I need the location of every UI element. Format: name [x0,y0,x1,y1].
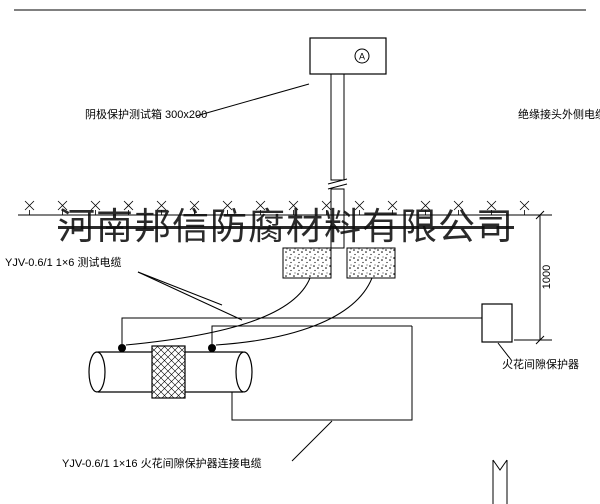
test-box: A [309,37,387,75]
spark-gap-protector-label: 火花间隙保护器 [502,359,579,371]
conduit-riser [327,73,348,249]
connection-wires [121,317,482,421]
cable-bolt-right [208,344,216,352]
leader-lines [137,83,513,462]
outer-cable-label: 绝缘接头外侧电缆 [518,109,600,121]
pipe-end-cap-right [235,351,253,393]
test-cables [125,277,373,346]
test-cable-label: YJV-0.6/1 1×6 测试电缆 [5,257,122,269]
dimension-line [514,210,552,345]
spark-gap-protector [481,303,513,343]
pipeline [88,344,253,399]
dimension-1000-label: 1000 [541,264,553,290]
concrete-blocks [282,247,396,279]
pipe-end-cap-left [88,351,106,393]
connection-cable-label: YJV-0.6/1 1×16 火花间隙保护器连接电缆 [62,458,262,470]
insulating-joint [151,345,186,399]
test-box-label: 阴极保护测试箱 300x200 [85,109,208,121]
grass-symbols [24,200,530,216]
meter-circle-icon [354,48,370,64]
anode-symbol [492,459,508,504]
cable-bolt-left [118,344,126,352]
meter-symbol-label: A [359,52,365,62]
